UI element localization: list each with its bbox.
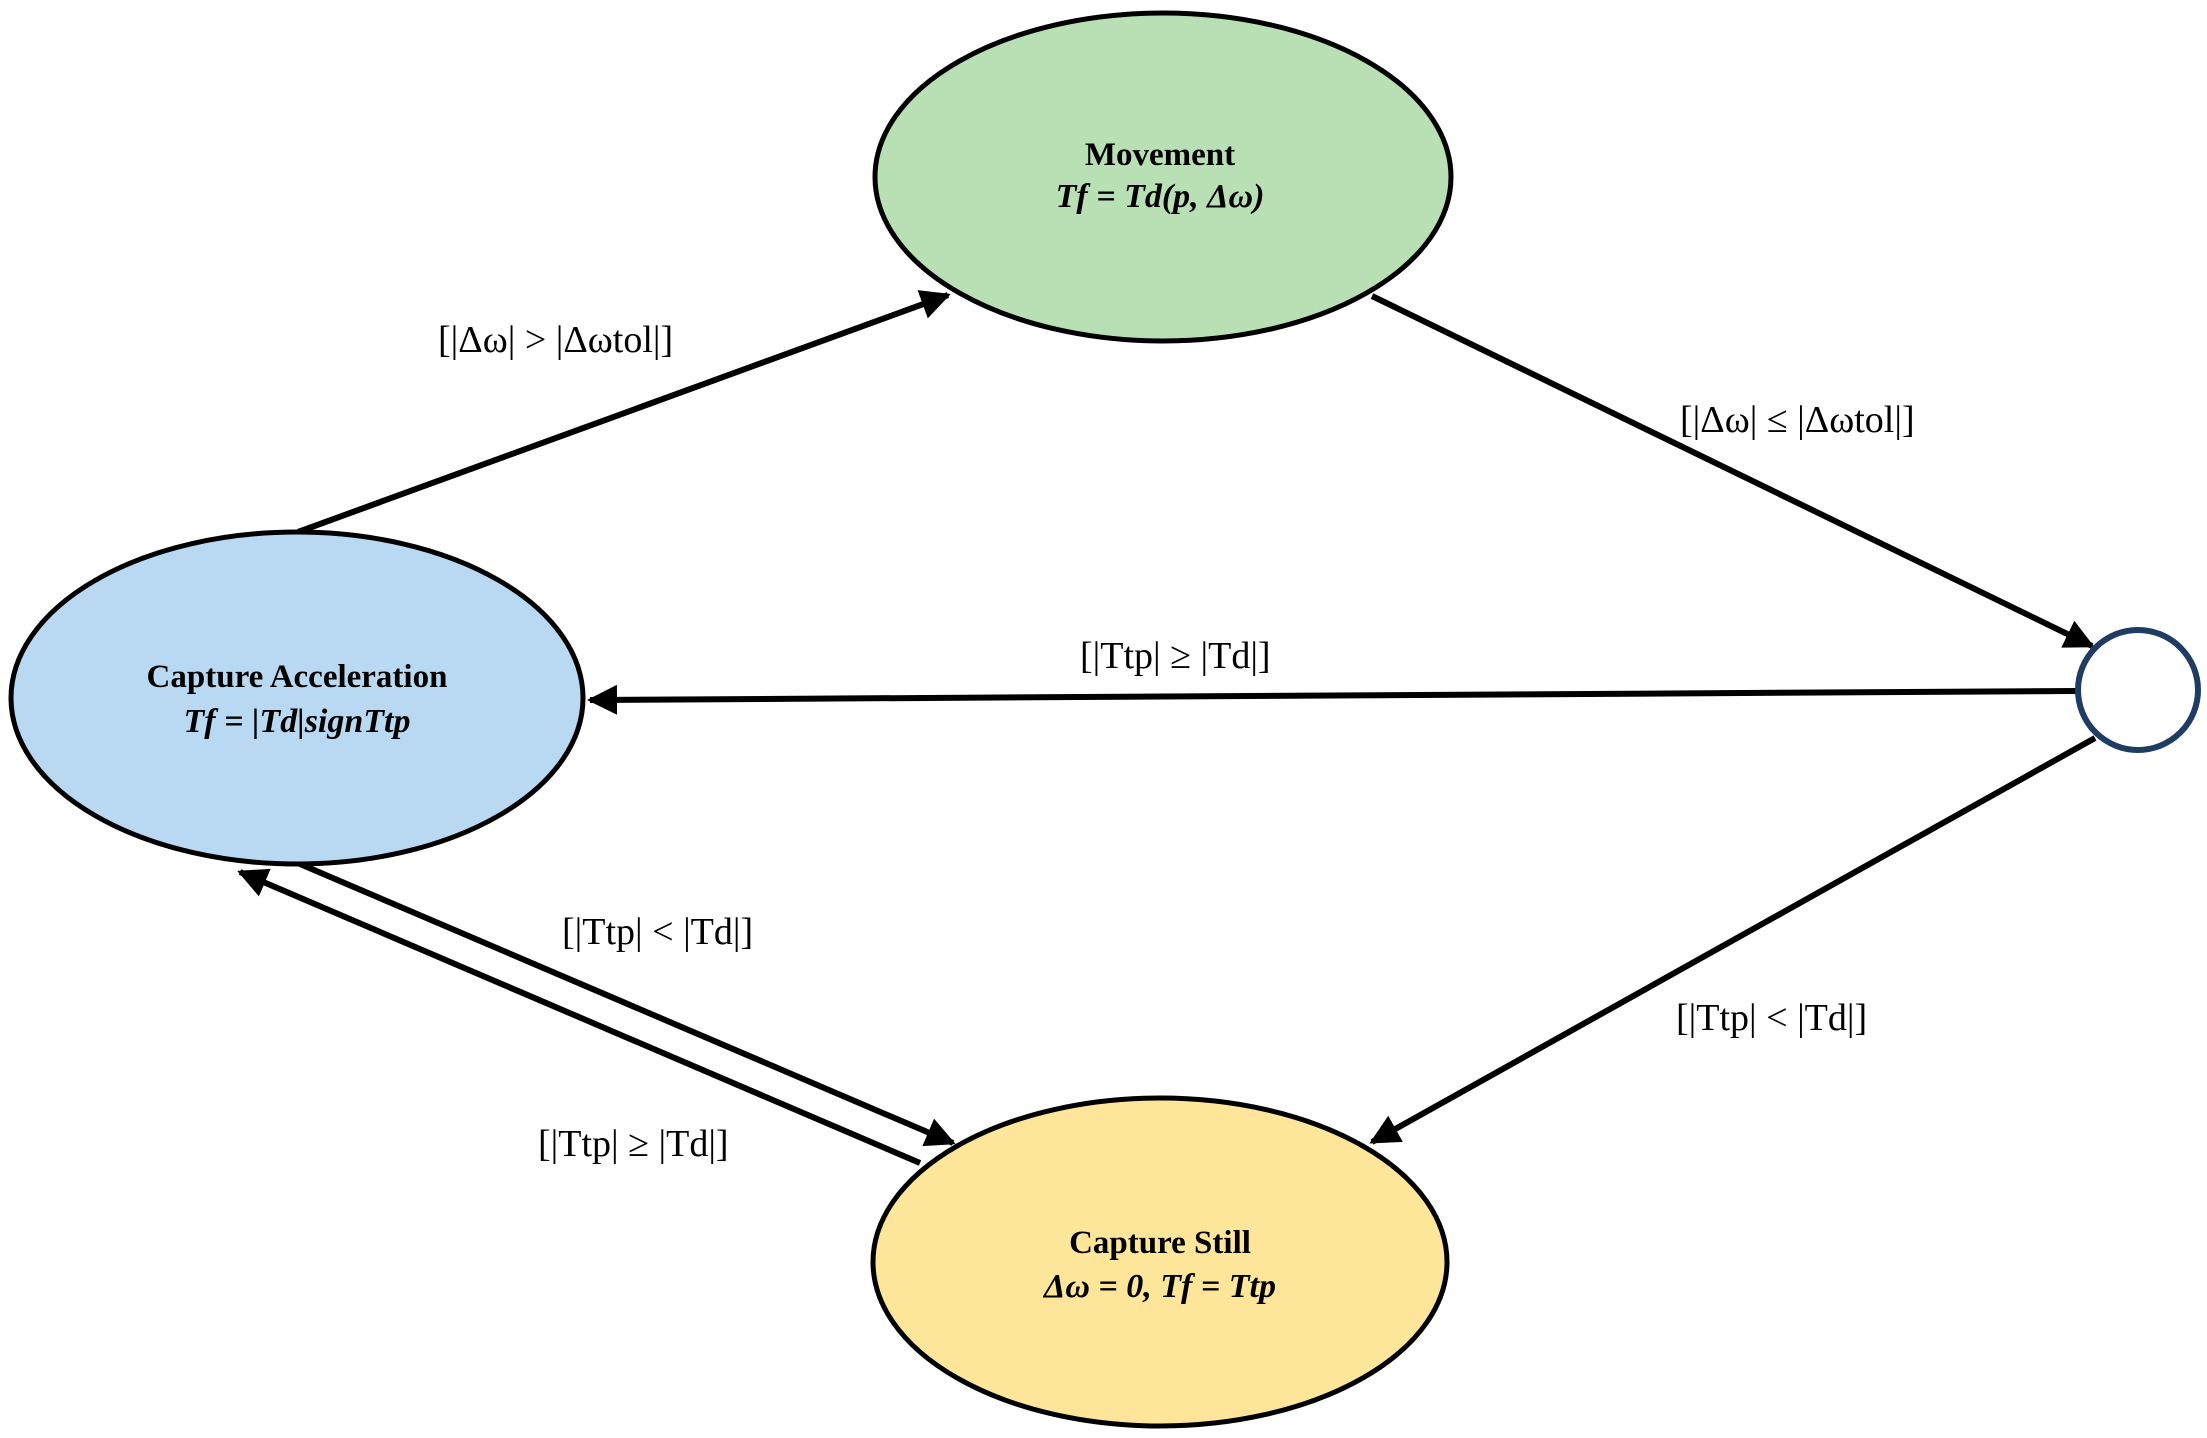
guard-still-to-accel: [|Ttp| ≥ |Td|] xyxy=(538,1123,729,1165)
state-movement-title: Movement xyxy=(1085,137,1235,173)
state-capture-acceleration: Capture Acceleration Tf = |Td|signTtp xyxy=(8,529,586,867)
state-capture-acceleration-shape xyxy=(8,529,586,867)
edge-still-to-accel xyxy=(237,868,922,1166)
state-capture-acceleration-equation: Tf = |Td|signTtp xyxy=(183,703,410,740)
state-capture-acceleration-title: Capture Acceleration xyxy=(147,659,448,695)
junction-pseudostate xyxy=(2075,627,2201,753)
edge-accel-to-movement xyxy=(296,290,951,535)
guard-movement-to-junction: [|Δω| ≤ |Δωtol|] xyxy=(1680,399,1915,441)
state-capture-still-title: Capture Still xyxy=(1069,1225,1251,1261)
guard-junction-to-still: [|Ttp| < |Td|] xyxy=(1676,997,1867,1039)
guard-accel-to-still: [|Ttp| < |Td|] xyxy=(562,911,753,953)
state-movement-shape xyxy=(872,10,1454,344)
state-capture-still: Capture Still Δω = 0, Tf = Ttp xyxy=(870,1095,1450,1429)
state-capture-still-shape xyxy=(870,1095,1450,1429)
state-capture-still-equation: Δω = 0, Tf = Ttp xyxy=(1042,1268,1276,1305)
edge-junction-to-accel xyxy=(587,684,2077,715)
edge-movement-to-junction xyxy=(1370,293,2095,649)
guard-junction-to-accel: [|Ttp| ≥ |Td|] xyxy=(1080,635,1271,677)
guard-accel-to-movement: [|Δω| > |Δωtol|] xyxy=(438,319,673,361)
edge-junction-to-still xyxy=(1369,735,2097,1145)
state-movement-equation: Tf = Td(p, Δω) xyxy=(1056,178,1265,215)
edge-accel-to-still xyxy=(298,861,956,1147)
state-movement: Movement Tf = Td(p, Δω) xyxy=(872,10,1454,344)
